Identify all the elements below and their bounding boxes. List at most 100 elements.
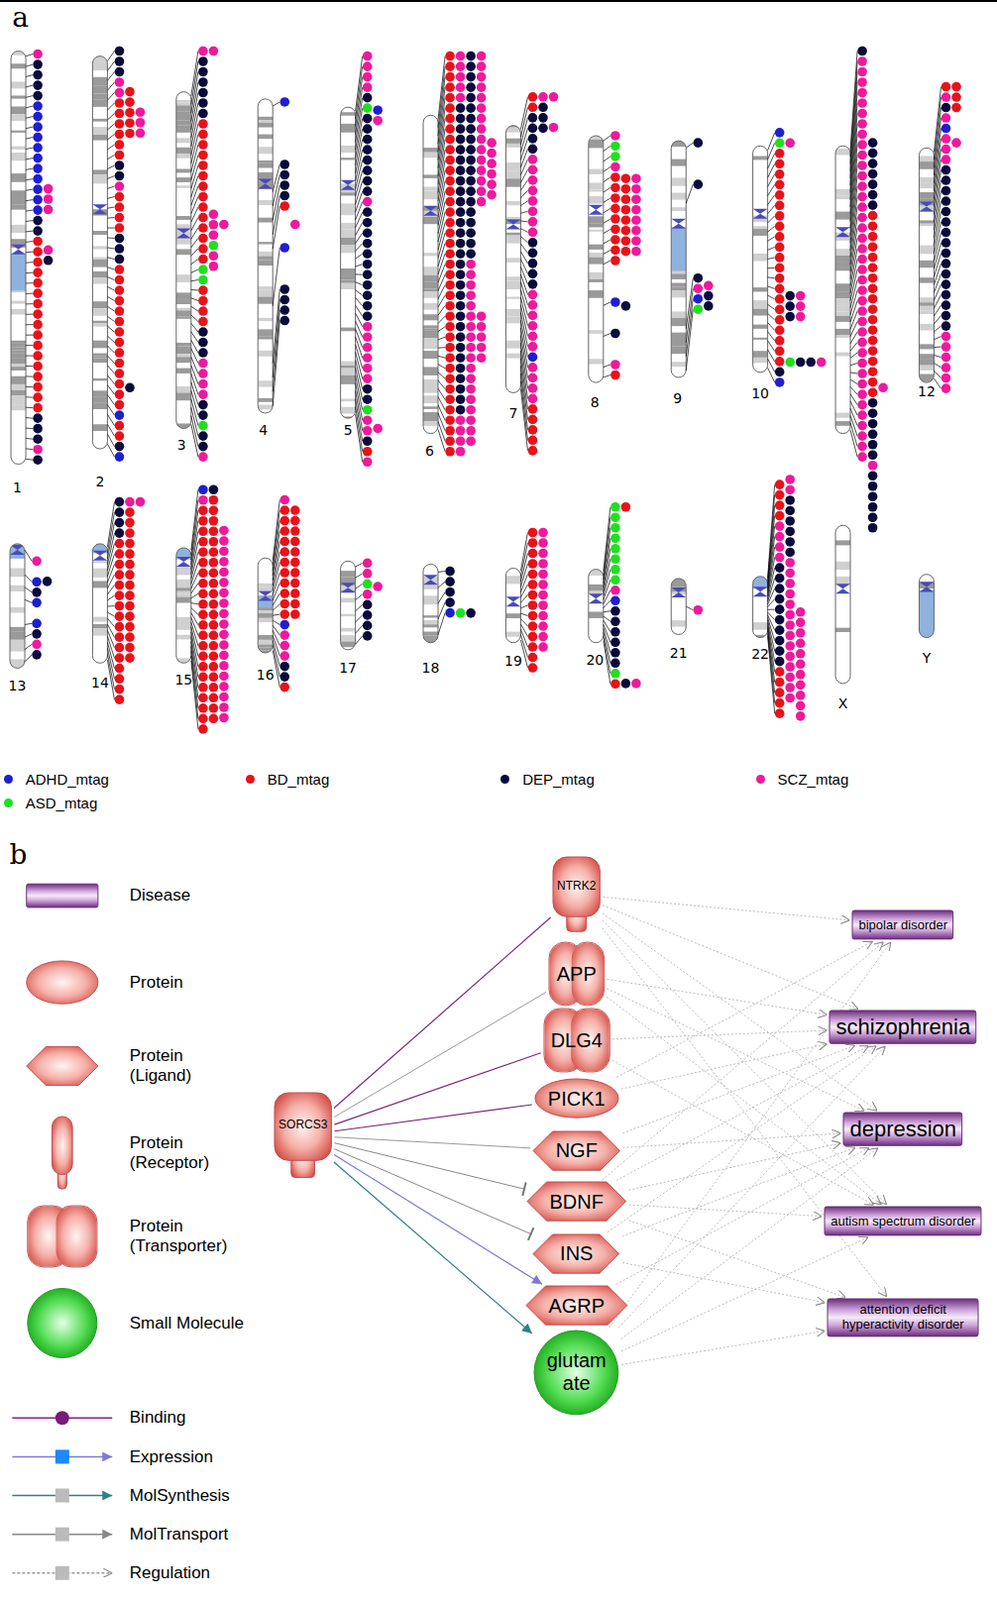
- connector: [616, 1045, 869, 1181]
- ideogram: [9, 46, 962, 735]
- connector: [333, 1143, 525, 1190]
- chromosome: [835, 525, 851, 684]
- node-label: NGF: [555, 1139, 598, 1163]
- leader-lines: [438, 571, 445, 636]
- legend-label: Protein (Transporter): [129, 1217, 241, 1256]
- chromosome-number: 13: [8, 677, 27, 694]
- node-label: DLG4: [551, 1029, 603, 1053]
- chromosome: [918, 574, 934, 639]
- chromosome-number: X: [838, 695, 849, 712]
- legend-label: Disease: [129, 886, 191, 906]
- leader-lines: [25, 54, 33, 461]
- connector: [628, 1220, 846, 1299]
- legend-label: Expression: [129, 1447, 214, 1468]
- node-label: AGRP: [548, 1294, 605, 1318]
- receptor-shape: [273, 1092, 333, 1180]
- node-label: schizophrenia: [835, 1014, 971, 1040]
- connector: [622, 1263, 825, 1304]
- legend-swatch: [756, 775, 766, 784]
- snp-dots: [693, 605, 704, 616]
- chromosome: [423, 51, 497, 457]
- node-label: glutamate: [545, 1349, 609, 1396]
- leader-lines: [438, 56, 445, 452]
- snp-dots: [32, 49, 53, 465]
- snp-dots: [362, 558, 383, 642]
- chromosome-number: 9: [672, 390, 682, 407]
- disease-box: autism spectrum disorder: [823, 1206, 983, 1237]
- connector: [616, 941, 873, 1078]
- ligand-node: BDNF: [526, 1181, 628, 1222]
- node-label: depression: [849, 1116, 957, 1142]
- chromosome-number: 16: [256, 666, 275, 683]
- transporter-node: APP: [548, 941, 606, 1007]
- chromosome-number: 18: [422, 660, 441, 676]
- receptor-node: NTRK2: [552, 856, 601, 933]
- snp-dots: [775, 127, 827, 388]
- chromosome: [10, 49, 53, 465]
- chromosome-number: 20: [585, 652, 604, 668]
- connector: [333, 1149, 531, 1235]
- legend-label: ADHD_mtag: [25, 771, 110, 788]
- leader-lines: [768, 132, 776, 383]
- leader-lines: [355, 562, 363, 645]
- chromosome-number: Y: [922, 650, 932, 666]
- leader-lines: [685, 606, 693, 611]
- chromosome: [9, 544, 52, 669]
- connector: [612, 1060, 875, 1206]
- connector: [606, 989, 865, 1111]
- ligand-node: AGRP: [525, 1285, 629, 1327]
- snp-dots: [444, 51, 497, 457]
- chromosome: [257, 97, 300, 414]
- protein-node: PICK1: [534, 1078, 620, 1119]
- leader-lines: [520, 97, 528, 451]
- legend-label: MolSynthesis: [129, 1486, 230, 1507]
- node-label: PICK1: [548, 1087, 606, 1110]
- connector: [333, 917, 552, 1109]
- chromosome-number: 12: [917, 383, 936, 400]
- snp-dots: [528, 528, 549, 673]
- snp-dots: [941, 82, 962, 394]
- leader-lines: [603, 135, 611, 378]
- legend-line: [11, 1528, 112, 1543]
- chromosome: [92, 497, 145, 705]
- receptor-node: SORCS3: [273, 1092, 333, 1180]
- chromosome-number: 21: [669, 645, 688, 662]
- snp-dots: [444, 566, 476, 619]
- legend-line: [11, 1411, 112, 1426]
- disease-box: bipolar disorder: [851, 909, 955, 941]
- node-label: APP: [556, 963, 597, 987]
- chromosome: [753, 474, 806, 721]
- connector: [602, 905, 859, 1010]
- leader-lines: [272, 500, 280, 688]
- snp-dots: [362, 51, 383, 467]
- legend-label: Binding: [129, 1408, 187, 1429]
- leader-lines: [685, 142, 693, 371]
- leader-lines: [603, 507, 611, 685]
- snp-dots: [610, 130, 642, 380]
- legend-swatch: [245, 775, 255, 784]
- disease-box: schizophrenia: [828, 1009, 978, 1045]
- node-label: BDNF: [550, 1190, 604, 1214]
- chromosome: [753, 127, 827, 388]
- node-label: bipolar disorder: [858, 917, 948, 933]
- chromosome: [257, 495, 300, 693]
- disease-box: attention deficit hyperactivity disorder: [826, 1298, 980, 1338]
- legend-line: [11, 1566, 112, 1581]
- connector: [621, 1330, 825, 1365]
- leader-lines: [355, 56, 363, 463]
- chromosome-number: 4: [258, 422, 268, 439]
- snp-dots: [198, 46, 229, 462]
- snp-dots: [31, 556, 52, 661]
- connector: [629, 1143, 842, 1191]
- chromosome: [588, 130, 642, 383]
- legend-label: Regulation: [129, 1563, 211, 1584]
- chromosome-number: 1: [12, 479, 22, 496]
- legend-label: BD_mtag: [267, 771, 331, 788]
- legend-label: MolTransport: [129, 1525, 229, 1546]
- chromosome-number: 15: [174, 671, 193, 688]
- chromosome-number: 8: [590, 394, 600, 411]
- connector: [622, 1045, 855, 1134]
- chromosome-number: 6: [425, 443, 435, 459]
- legend-label: DEP_mtag: [522, 771, 595, 788]
